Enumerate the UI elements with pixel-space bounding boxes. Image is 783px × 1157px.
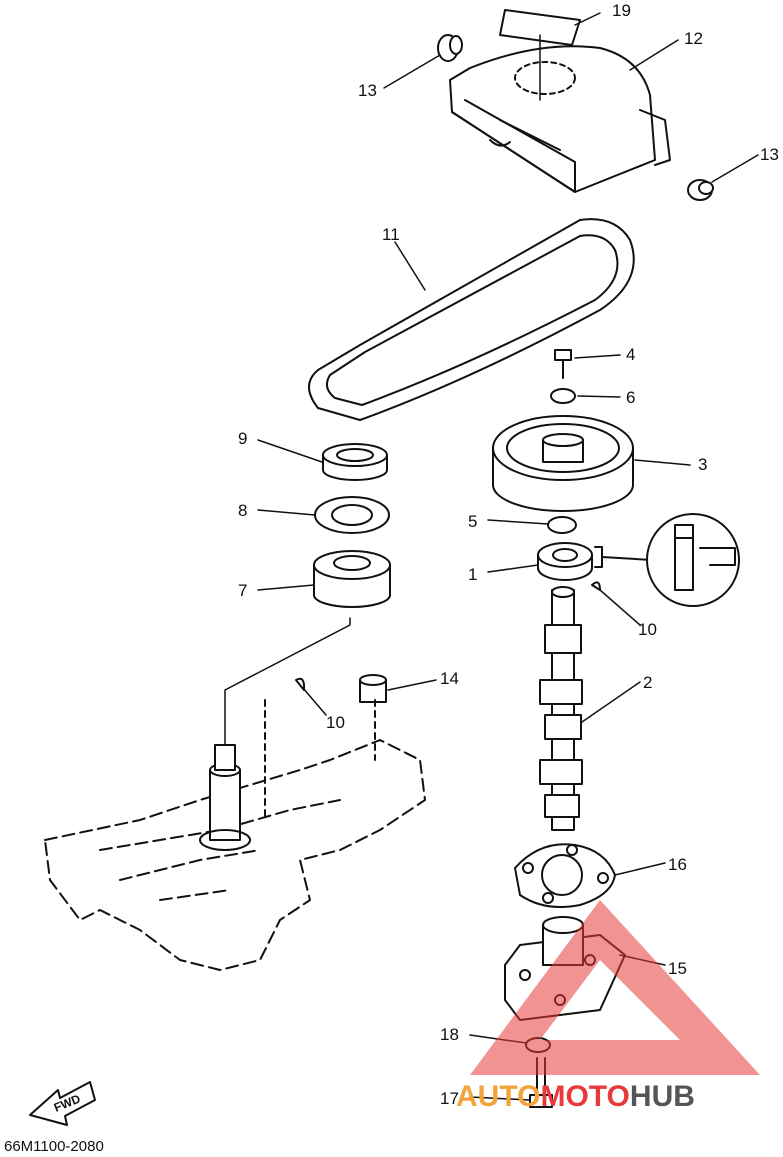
callout-11: 11: [382, 225, 400, 244]
fwd-arrow: [29, 1081, 96, 1126]
callout-8: 8: [238, 501, 247, 520]
camshaft-pulley: [492, 415, 634, 512]
plate-8: [314, 496, 390, 534]
watermark: AUTOMOTOHUB: [456, 900, 760, 1113]
watermark-part1: AUTO: [456, 1080, 540, 1113]
callout-19: 19: [612, 1, 631, 20]
callout-5: 5: [468, 512, 477, 531]
callout-13-left: 13: [358, 81, 377, 100]
callout-12: 12: [684, 29, 703, 48]
callout-7: 7: [238, 581, 247, 600]
crankcase-block: [44, 739, 426, 971]
seal-detail-inset: [594, 513, 740, 607]
callout-6: 6: [626, 388, 635, 407]
part-code: 66M1100-2080: [4, 1138, 104, 1155]
o-ring-5: [547, 516, 577, 534]
grommet-right: [687, 179, 714, 201]
label-plate: [499, 9, 581, 46]
timing-belt-cover: [449, 45, 671, 193]
callout-15: 15: [668, 959, 687, 978]
callout-13-right: 13: [760, 145, 779, 164]
oil-seal-1: [537, 542, 593, 581]
callout-9: 9: [238, 429, 247, 448]
callout-4: 4: [626, 345, 635, 364]
callout-17: 17: [440, 1089, 459, 1108]
callout-16: 16: [668, 855, 687, 874]
callout-14: 14: [440, 669, 459, 688]
callout-10-right: 10: [638, 620, 657, 639]
crankshaft-end: [199, 744, 251, 851]
watermark-logo-icon: [470, 900, 760, 1075]
bolt-4: [554, 349, 572, 379]
pulley-7: [313, 550, 391, 608]
callout-labels: 19 12 13 13 11 4 6 3 9 8 5 1 7 10 14 10 …: [238, 1, 779, 1108]
timing-belt: [308, 218, 635, 421]
gasket-16: [514, 843, 616, 908]
callout-18: 18: [440, 1025, 459, 1044]
key-10-right: [591, 581, 601, 591]
washer-6: [550, 388, 576, 404]
grommet-top: [437, 34, 463, 62]
svg-text:AUTOMOTOHUB: AUTOMOTOHUB: [456, 1080, 695, 1113]
callout-2: 2: [643, 673, 652, 692]
watermark-part3: HUB: [630, 1080, 695, 1113]
camshaft: [539, 586, 583, 831]
bearing-9: [322, 443, 388, 481]
callout-1: 1: [468, 565, 477, 584]
callout-10-left: 10: [326, 713, 345, 732]
watermark-part2: MOTO: [540, 1080, 629, 1113]
cap-14: [359, 674, 387, 703]
callout-3: 3: [698, 455, 707, 474]
